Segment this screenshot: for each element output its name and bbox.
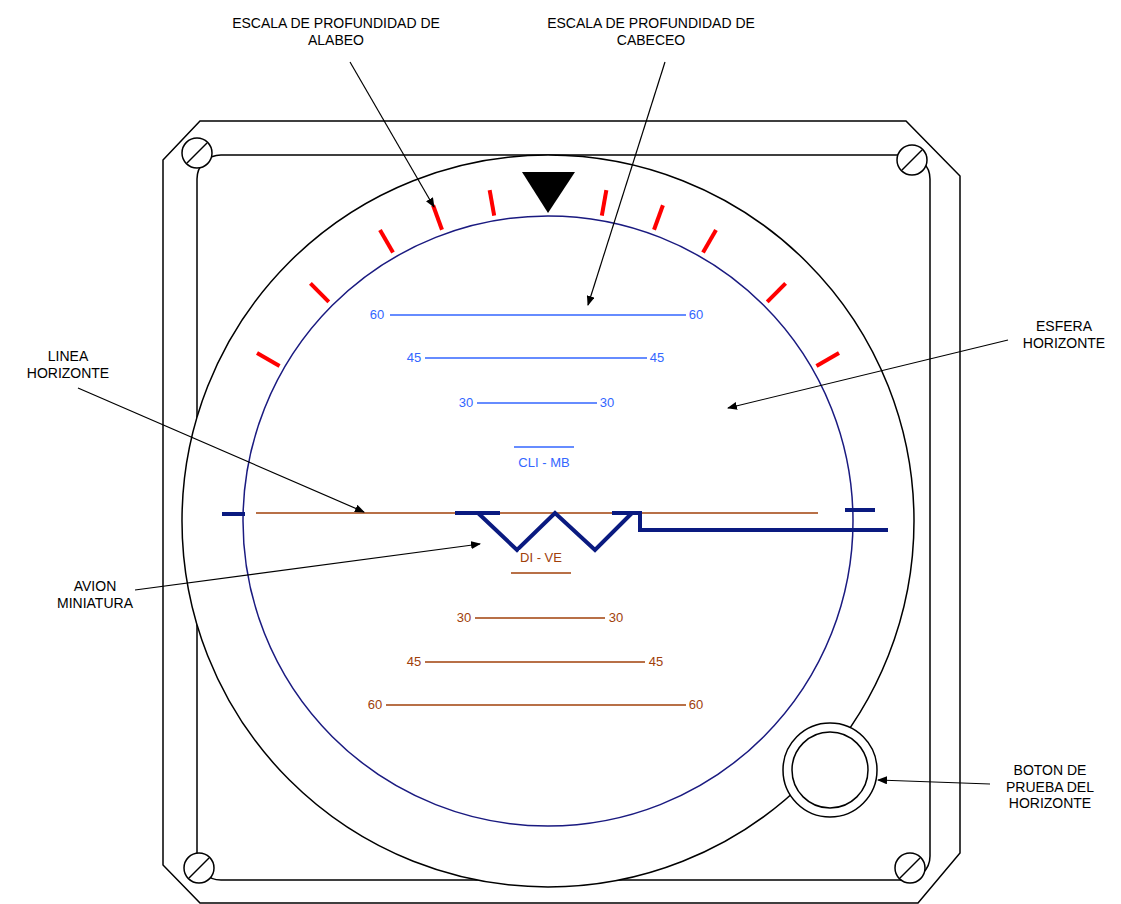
- roll-tick: [490, 190, 495, 216]
- callout-label: LINEA HORIZONTE: [18, 348, 118, 382]
- pitch-number: 45: [406, 350, 422, 366]
- callout-label: AVION MINIATURA: [45, 578, 145, 612]
- leader-lines: [78, 62, 1008, 784]
- test-button-inner: [792, 732, 868, 808]
- pitch-number: 30: [456, 610, 472, 626]
- roll-tick: [654, 205, 663, 229]
- pitch-number: 60: [369, 307, 385, 323]
- pitch-number: 30: [608, 610, 624, 626]
- dive-label: DI - VE: [519, 550, 563, 566]
- pitch-number: 45: [648, 654, 664, 670]
- callout-label: ESCALA DE PROFUNDIDAD DE ALABEO: [216, 15, 456, 49]
- roll-tick: [703, 230, 716, 253]
- roll-tick: [380, 230, 393, 253]
- roll-pointer: [522, 172, 575, 213]
- pitch-number: 45: [406, 654, 422, 670]
- pitch-scale-dive: [256, 513, 818, 705]
- pitch-number: 60: [688, 307, 704, 323]
- roll-tick: [257, 353, 280, 366]
- roll-scale: [257, 190, 839, 366]
- pitch-number: 30: [458, 395, 474, 411]
- pitch-scale-climb: [390, 315, 686, 447]
- outer-dial: [182, 155, 914, 887]
- roll-tick: [816, 353, 839, 366]
- roll-tick: [433, 205, 442, 229]
- roll-tick: [602, 190, 607, 216]
- pitch-number: 60: [367, 697, 383, 713]
- roll-tick: [767, 283, 785, 301]
- callout-label: ESCALA DE PROFUNDIDAD DE CABECEO: [531, 15, 771, 49]
- callout-label: ESFERA HORIZONTE: [1014, 318, 1114, 352]
- roll-tick: [310, 283, 328, 301]
- instrument-bezel: [163, 121, 960, 903]
- pitch-number: 60: [688, 697, 704, 713]
- test-button: [783, 723, 877, 817]
- climb-label: CLI - MB: [517, 455, 570, 471]
- miniature-aircraft: [222, 510, 888, 550]
- pitch-number: 30: [599, 395, 615, 411]
- pitch-number: 45: [649, 350, 665, 366]
- callout-label: BOTON DE PRUEBA DEL HORIZONTE: [994, 762, 1106, 812]
